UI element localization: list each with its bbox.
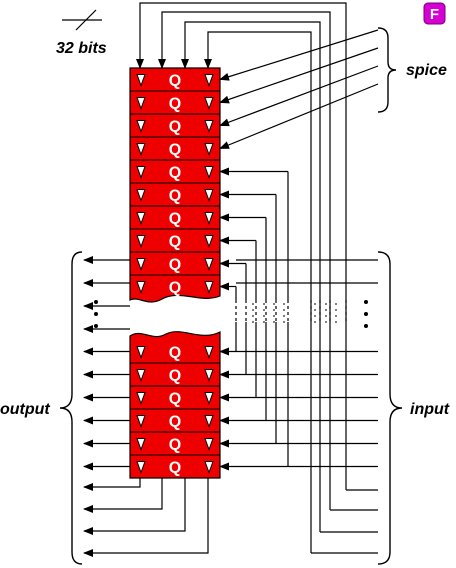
cell-q-label: Q (169, 345, 181, 362)
register-cell: Q (130, 414, 220, 433)
ellipsis-dot (364, 312, 368, 316)
bus-width-indicator: 32 bits (56, 9, 107, 57)
clock-triangle-right (204, 392, 214, 405)
spice-input-arrow (219, 29, 379, 81)
register-cell: Q (130, 96, 220, 115)
cell-q-label: Q (169, 165, 181, 182)
cell-q-label: Q (169, 96, 181, 113)
clock-triangle-right (204, 74, 214, 87)
clock-triangle-left (136, 258, 146, 271)
cell-q-label: Q (169, 73, 181, 90)
clock-triangle-right (204, 281, 214, 294)
output-arrow-bottom (83, 478, 186, 535)
clock-triangle-left (136, 189, 146, 202)
output-label: output (0, 401, 50, 418)
feedback-loop-line (158, 11, 331, 510)
clock-triangle-left (136, 74, 146, 87)
register-cell: Q (130, 437, 220, 456)
cell-q-label: Q (169, 391, 181, 408)
clock-triangle-left (136, 438, 146, 451)
cell-q-label: Q (169, 211, 181, 228)
ellipsis-dot (94, 312, 98, 316)
clock-triangle-left (136, 212, 146, 225)
feedback-loop-line (204, 31, 312, 553)
clock-triangle-right (204, 143, 214, 156)
register-cell: Q (130, 234, 220, 253)
register-cell: Q (130, 211, 220, 230)
input-label: input (410, 401, 450, 418)
cell-q-label: Q (169, 437, 181, 454)
clock-triangle-left (136, 281, 146, 294)
spice-label: spice (406, 62, 447, 79)
figure-badge: F (423, 2, 446, 25)
ellipsis-dot (94, 324, 98, 328)
output-arrow-bottom (83, 478, 209, 557)
clock-triangle-right (204, 166, 214, 179)
cell-q-label: Q (169, 188, 181, 205)
clock-triangle-right (204, 120, 214, 133)
spice-brace (377, 27, 397, 113)
register-cell: Q (130, 119, 220, 138)
clock-triangle-right (204, 438, 214, 451)
spice-input-arrow (219, 47, 379, 104)
spice-input-arrow (219, 65, 379, 127)
clock-triangle-left (136, 346, 146, 359)
register-cell: Q (130, 368, 220, 387)
register-cell: Q (130, 188, 220, 207)
cell-q-label: Q (169, 119, 181, 136)
ellipsis-dots (94, 300, 368, 328)
cell-q-label: Q (169, 142, 181, 159)
clock-triangle-right (204, 97, 214, 110)
feedback-loop-line (136, 2, 347, 490)
input-brace (377, 251, 403, 565)
clock-triangle-right (204, 346, 214, 359)
bus-width-label: 32 bits (56, 40, 107, 57)
register-cell: Q (136, 460, 214, 477)
clock-triangle-right (204, 415, 214, 428)
clock-triangle-right (204, 235, 214, 248)
clock-triangle-left (136, 143, 146, 156)
cell-q-label: Q (169, 257, 181, 274)
connection-lines (83, 2, 379, 557)
badge-letter: F (430, 6, 439, 23)
clock-triangle-left (136, 369, 146, 382)
output-arrow-bottom (83, 478, 141, 491)
clock-triangle-right (204, 461, 214, 474)
cell-q-label: Q (169, 280, 181, 297)
register-cell: Q (130, 391, 220, 410)
register-cell: Q (130, 142, 220, 161)
clock-triangle-left (136, 461, 146, 474)
clock-triangle-left (136, 392, 146, 405)
cell-q-label: Q (169, 414, 181, 431)
clock-triangle-right (204, 212, 214, 225)
feedback-loop-line (181, 21, 321, 532)
cell-q-label: Q (169, 460, 181, 477)
register-bottom-section (129, 331, 221, 479)
ellipsis-dot (94, 300, 98, 304)
ellipsis-dot (364, 324, 368, 328)
clock-triangle-left (136, 97, 146, 110)
register-top-section (129, 67, 221, 303)
cell-q-label: Q (169, 368, 181, 385)
clock-triangle-left (136, 120, 146, 133)
clock-triangle-left (136, 166, 146, 179)
register-cell: Q (130, 73, 220, 92)
register-cell: Q (130, 165, 220, 184)
register-cell: Q (136, 280, 214, 297)
cell-q-label: Q (169, 234, 181, 251)
register-cell: Q (130, 345, 220, 364)
clock-triangle-right (204, 369, 214, 382)
clock-triangle-right (204, 258, 214, 271)
clock-triangle-left (136, 415, 146, 428)
clock-triangle-right (204, 189, 214, 202)
clock-triangle-left (136, 235, 146, 248)
spice-input-arrow (219, 83, 379, 150)
output-arrow-bottom (83, 478, 163, 513)
ellipsis-dot (364, 300, 368, 304)
register-cell: Q (130, 257, 220, 276)
output-brace (59, 251, 83, 565)
